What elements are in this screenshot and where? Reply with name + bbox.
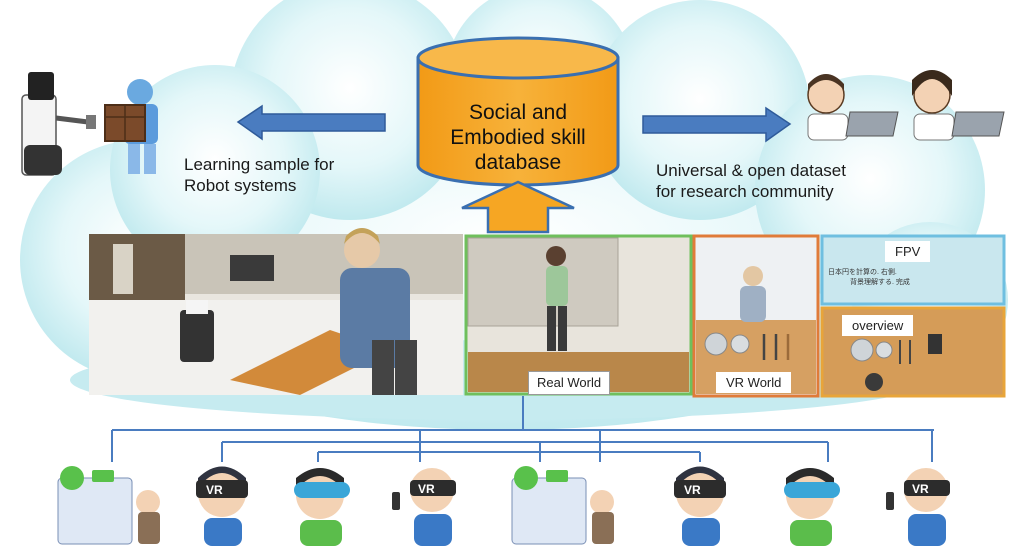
avatar-with-box: [104, 79, 158, 174]
dataset-caption-line-2: for research community: [656, 182, 834, 201]
connector-tree: [111, 396, 934, 462]
researcher-illustration-2: [912, 70, 1005, 141]
vr-badge-text: VR: [684, 483, 701, 497]
database-cylinder: [416, 36, 620, 187]
upload-arrow: [461, 180, 575, 234]
fpv-screen-text-1: 日本円を計算の. 右側.: [828, 269, 897, 276]
user-icon-7: [784, 468, 840, 546]
robot-caption-line-2: Robot systems: [184, 176, 297, 195]
dataset-caption: Universal & open dataset for research co…: [656, 160, 846, 202]
researcher-illustration-1: [807, 74, 899, 141]
right-arrow: [642, 106, 792, 143]
real-world-panel: [464, 234, 693, 396]
user-icon-4: VR: [392, 468, 456, 546]
user-icon-6: VR: [674, 466, 726, 546]
vr-badge-text: VR: [418, 482, 435, 496]
dataset-caption-line-1: Universal & open dataset: [656, 161, 846, 180]
database-label: Social and Embodied skill database: [420, 100, 616, 175]
fpv-screen-text-2: 背景理解する. 完成: [850, 279, 910, 286]
vr-world-label: VR World: [716, 372, 792, 393]
real-world-label: Real World: [528, 371, 611, 395]
user-icon-3: [294, 468, 350, 546]
fpv-label: FPV: [885, 241, 931, 262]
user-icon-1: [57, 466, 160, 545]
left-arrow: [236, 104, 386, 141]
overview-label: overview: [842, 315, 914, 336]
vr-world-panel: [692, 234, 820, 398]
user-icon-5: [511, 466, 614, 545]
user-icon-2: VR: [196, 466, 248, 546]
database-label-line-2: Embodied skill: [450, 126, 586, 149]
robot-caption: Learning sample for Robot systems: [184, 154, 334, 196]
kitchen-vr-scene-panel: [89, 228, 463, 395]
robot-illustration: [21, 72, 96, 176]
database-label-line-3: database: [474, 151, 562, 174]
robot-caption-line-1: Learning sample for: [184, 155, 335, 174]
user-icon-8: VR: [886, 468, 950, 546]
database-label-line-1: Social and: [468, 101, 568, 124]
vr-badge-text: VR: [206, 483, 223, 497]
vr-badge-text: VR: [912, 482, 929, 496]
